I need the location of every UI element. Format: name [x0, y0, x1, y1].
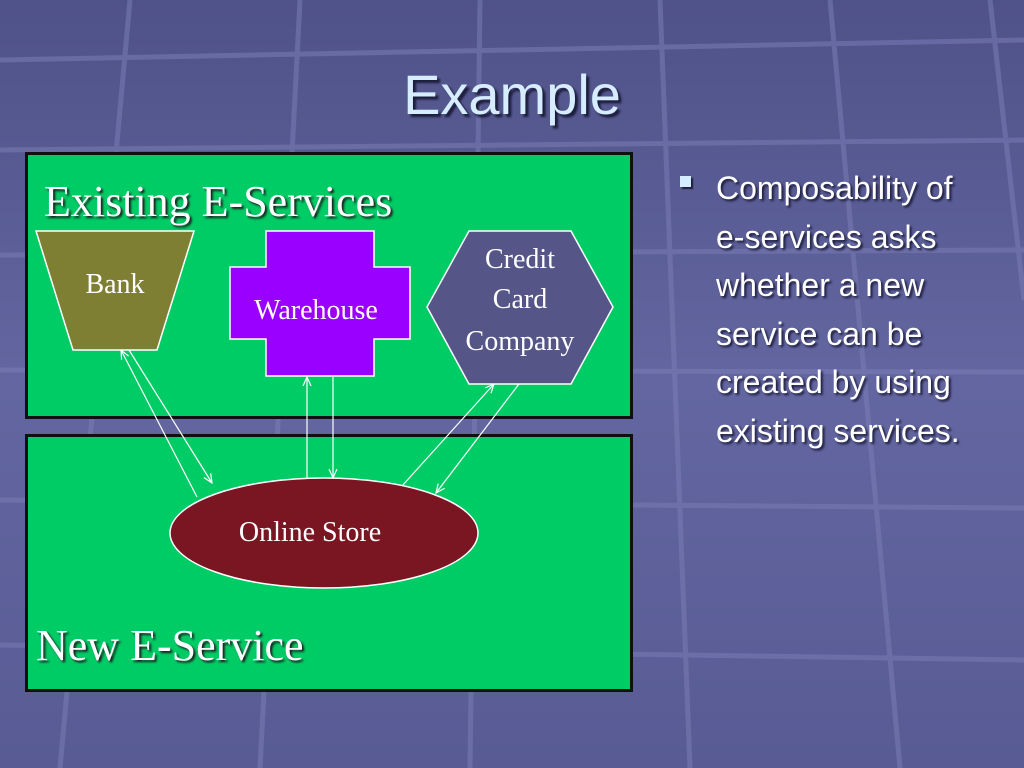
- credit-label-line-2: Card: [493, 284, 547, 315]
- bank-label: Bank: [85, 269, 144, 300]
- credit-card-company-node: Credit Card Company: [426, 230, 614, 385]
- bank-node: Bank: [34, 230, 196, 351]
- bank-shape: [34, 230, 196, 351]
- warehouse-label: Warehouse: [254, 295, 378, 326]
- credit-label-line-1: Credit: [485, 244, 555, 275]
- credit-label-line-3: Company: [466, 326, 575, 357]
- credit-to-store-arrow: [436, 383, 520, 493]
- credit-card-company-shape: [426, 230, 614, 385]
- new-service-label: New E-Service: [36, 621, 304, 670]
- square-bullet-icon: [680, 176, 691, 187]
- bullet-item: Composability of e-services asks whether…: [680, 164, 980, 455]
- slide-title: Example: [403, 63, 621, 126]
- online-store-shape: [169, 477, 479, 589]
- store-to-credit-arrow: [401, 384, 494, 487]
- warehouse-shape: [229, 230, 411, 377]
- warehouse-node: Warehouse: [229, 230, 411, 377]
- existing-services-label: Existing E-Services: [44, 177, 393, 226]
- bullet-text: Composability of e-services asks whether…: [716, 170, 960, 449]
- online-store-node: Online Store: [169, 477, 479, 589]
- store-to-bank-arrow: [121, 350, 198, 498]
- online-store-label: Online Store: [239, 517, 381, 548]
- bank-to-store-arrow: [128, 349, 212, 483]
